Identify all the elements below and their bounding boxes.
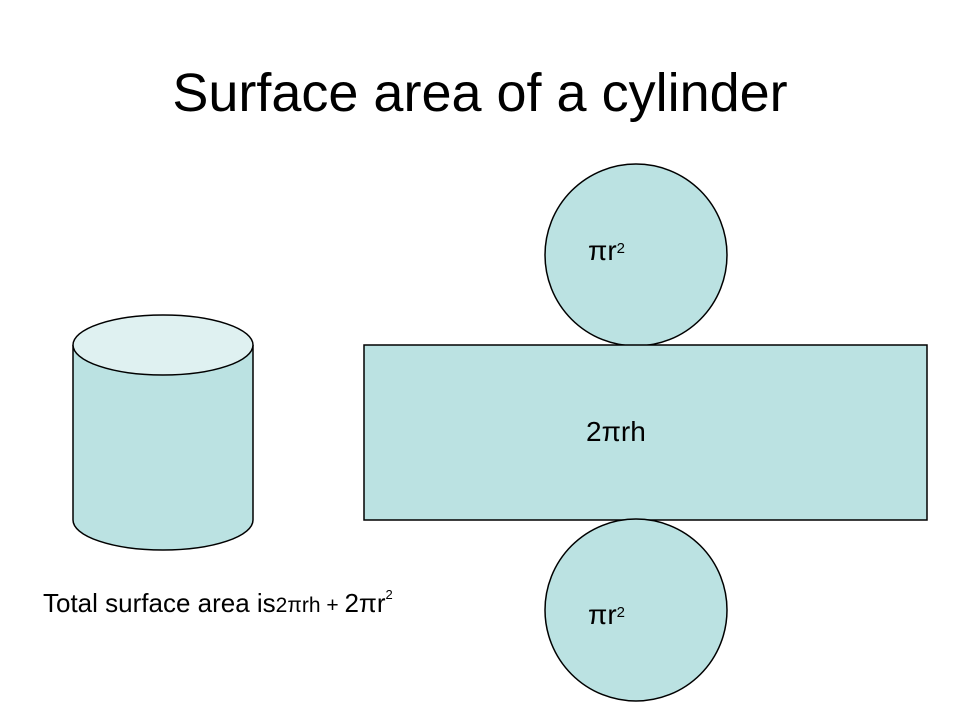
top-circle-exponent: 2 bbox=[616, 240, 625, 257]
bottom-circle-label: πr2 bbox=[588, 598, 625, 632]
cylinder-top-face bbox=[72, 314, 254, 376]
rectangle-label: 2πrh bbox=[586, 416, 646, 447]
cylinder-3d bbox=[72, 314, 254, 551]
bottom-circle-exponent: 2 bbox=[616, 604, 625, 621]
bottom-circle-formula: πr bbox=[588, 599, 617, 630]
page-title: Surface area of a cylinder bbox=[172, 63, 788, 123]
cylinder-net bbox=[363, 163, 928, 702]
total-lead-text: Total surface area is bbox=[43, 588, 276, 618]
net-bottom-circle bbox=[544, 518, 728, 702]
top-circle-formula: πr bbox=[588, 235, 617, 266]
total-term-1: 2πrh + bbox=[275, 594, 345, 617]
total-expression: 2πrh + 2πr2 bbox=[275, 587, 393, 618]
total-term-2-exponent: 2 bbox=[385, 587, 393, 602]
net-rectangle bbox=[363, 344, 928, 521]
top-circle-label: πr2 bbox=[588, 234, 625, 268]
total-term-2: 2πr bbox=[344, 588, 386, 618]
net-top-circle bbox=[544, 163, 728, 347]
cylinder-body bbox=[72, 345, 254, 551]
total-surface-area-text: Total surface area is2πrh + 2πr2 bbox=[43, 587, 393, 619]
